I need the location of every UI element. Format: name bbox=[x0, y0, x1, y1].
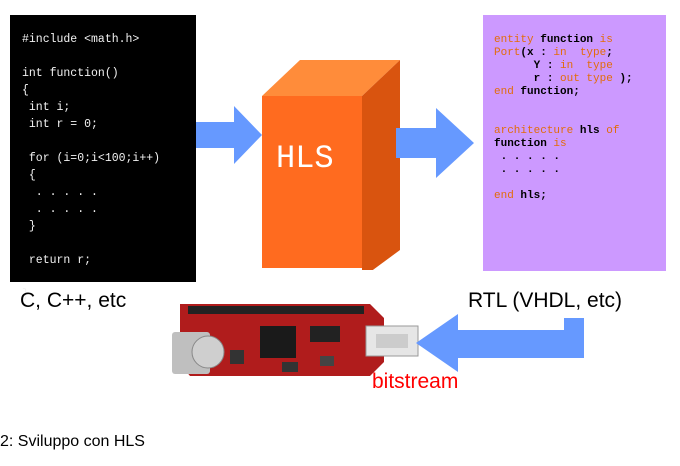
code-line: . . . . . bbox=[22, 186, 98, 199]
code-line: #include <math.h> bbox=[22, 33, 140, 46]
c-code-panel: #include <math.h> int function() { int i;… bbox=[10, 15, 196, 301]
arrow-rtl-to-board bbox=[416, 314, 584, 372]
arrow-code-to-hls bbox=[196, 106, 262, 164]
hls-cube bbox=[262, 60, 400, 270]
code-line: { bbox=[22, 169, 36, 182]
code-line: int function() bbox=[22, 67, 119, 80]
code-line: return r; bbox=[22, 254, 92, 267]
code-line: . . . . . bbox=[22, 203, 98, 216]
code-line bbox=[22, 48, 196, 65]
figure-caption: 2: Sviluppo con HLS bbox=[0, 433, 145, 450]
hls-label: HLS bbox=[276, 140, 334, 177]
bitstream-label: bitstream bbox=[372, 370, 459, 393]
code-line: int r = 0; bbox=[22, 118, 98, 131]
arrow-hls-to-vhdl bbox=[396, 108, 474, 178]
vhdl-code-panel: entity function is Port(x : in type; Y :… bbox=[483, 15, 666, 271]
code-line: for (i=0;i<100;i++) bbox=[22, 152, 161, 165]
code-line bbox=[22, 235, 196, 252]
fpga-board-image bbox=[172, 304, 419, 376]
code-line bbox=[22, 269, 196, 286]
code-line: int i; bbox=[22, 101, 71, 114]
code-line: { bbox=[22, 84, 29, 97]
code-line: } bbox=[22, 220, 36, 233]
code-line bbox=[22, 133, 196, 150]
code-line: } bbox=[22, 288, 29, 301]
label-c-languages: C, C++, etc bbox=[20, 289, 127, 312]
label-rtl: RTL (VHDL, etc) bbox=[468, 289, 623, 312]
